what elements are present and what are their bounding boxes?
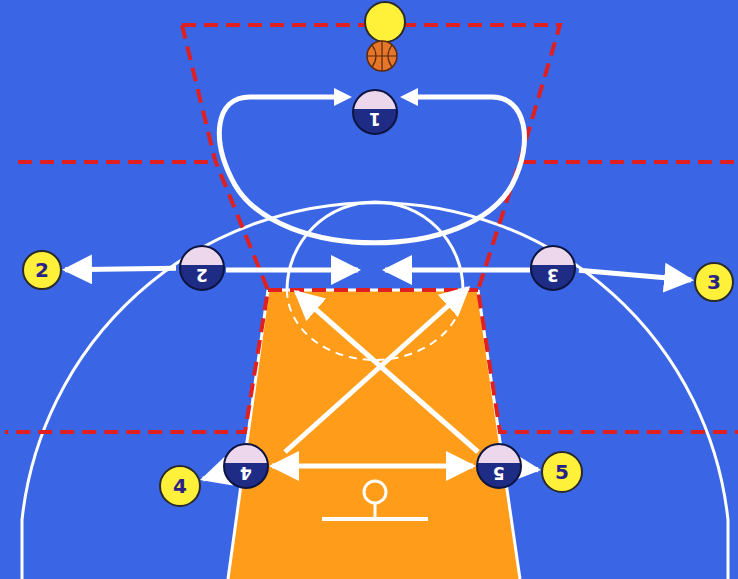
player-number: 2: [196, 266, 208, 283]
player-number: 5: [493, 464, 505, 481]
move-arrow: [65, 268, 176, 269]
backboard: [322, 517, 428, 521]
move-arrow: [579, 270, 691, 280]
player-number: 4: [240, 464, 252, 481]
move-arrow: [296, 292, 478, 452]
zone-outline-left: [5, 25, 268, 432]
player-number: 5: [555, 462, 569, 482]
free-throw-circle-dashed: [287, 290, 463, 360]
arrowhead: [334, 88, 352, 106]
free-throw-line: [268, 289, 478, 292]
player-icon: 1: [352, 89, 398, 135]
player-icon: 4: [223, 443, 269, 489]
zone-outline-mid: [268, 288, 478, 292]
position-spot: 5: [541, 451, 583, 493]
player-number: 4: [173, 476, 187, 496]
move-arrow: [285, 288, 468, 452]
zone-outline-upper-left: [18, 160, 212, 164]
position-spot: 2: [22, 250, 62, 290]
rim: [364, 481, 386, 503]
player-icon: 3: [530, 245, 576, 291]
lane-line: [478, 290, 520, 579]
move-arrow: [272, 464, 473, 469]
move-arrow: [203, 474, 221, 479]
position-spot: 3: [694, 262, 734, 302]
key-paint: [228, 290, 520, 579]
three-point-line: [22, 203, 728, 579]
player-number: 3: [707, 272, 721, 292]
move-arrow: [385, 268, 530, 273]
move-arrow: [226, 268, 358, 273]
zone-outline-right: [182, 25, 738, 432]
rim-support: [374, 503, 377, 518]
arrowhead: [400, 88, 418, 106]
player-number: 2: [35, 260, 49, 280]
player-number: 3: [547, 266, 559, 283]
player-number: 1: [369, 110, 381, 127]
move-arrow: [525, 468, 538, 469]
position-spot: 4: [159, 465, 201, 507]
free-throw-circle: [287, 202, 463, 290]
zone-outline-upper-right: [522, 160, 738, 164]
zone-outline: [5, 25, 738, 432]
ball-handler-spot: [365, 2, 405, 42]
basketball-seams: [367, 41, 397, 71]
lane-line: [228, 290, 268, 579]
player-icon: 5: [476, 443, 522, 489]
player-icon: 2: [179, 245, 225, 291]
basketball: [367, 41, 397, 71]
cut-path: [219, 97, 524, 243]
